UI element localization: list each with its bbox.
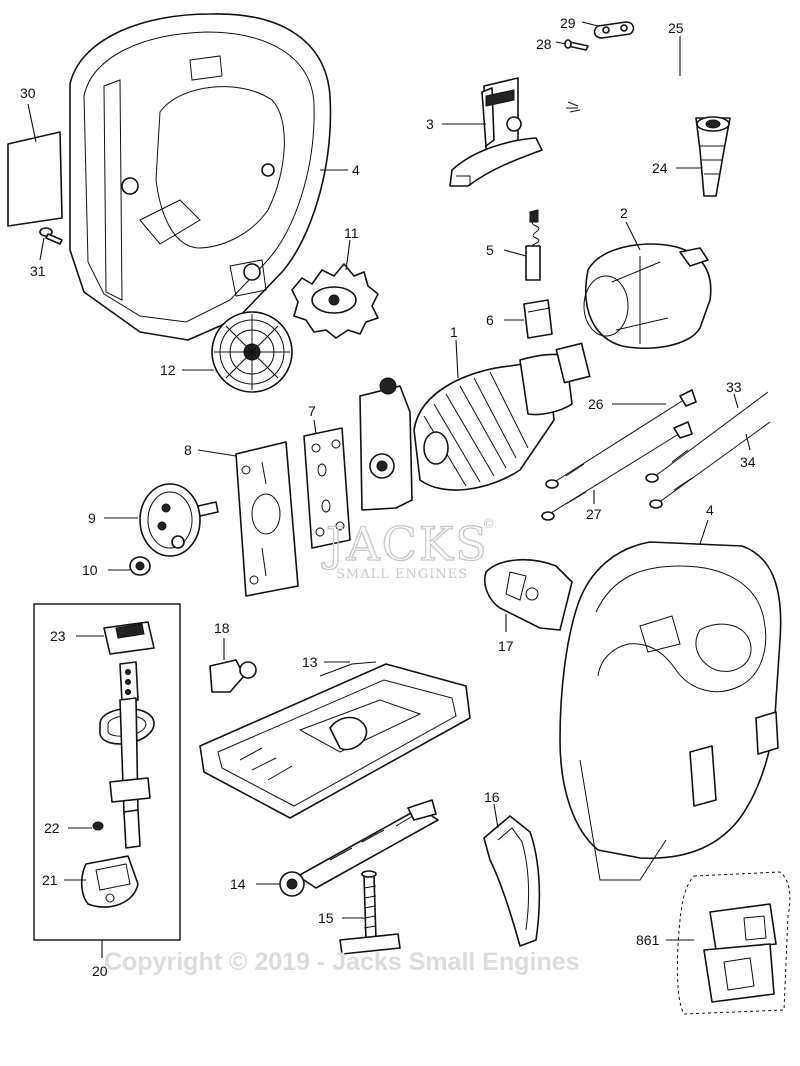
- part-31-screw: [39, 227, 63, 261]
- part-25-cord: [566, 36, 716, 113]
- part-1-armature: [359, 339, 591, 511]
- callout-20: 20: [92, 963, 108, 979]
- part-33-lead: [645, 391, 769, 483]
- callout-28: 28: [536, 36, 552, 52]
- part-plunger: [99, 661, 155, 849]
- part-17-switch-button: [484, 558, 573, 632]
- callout-13: 13: [302, 654, 318, 670]
- callout-14: 14: [230, 876, 246, 892]
- callout-34: 34: [740, 454, 756, 470]
- part-22-screw: [68, 821, 104, 831]
- callout-7: 7: [308, 403, 316, 419]
- callout-3: 3: [426, 116, 434, 132]
- callout-15: 15: [318, 910, 334, 926]
- callout-27: 27: [586, 506, 602, 522]
- callout-4b: 4: [706, 502, 714, 518]
- part-12-gear: [182, 311, 293, 393]
- part-15-bolt: [339, 870, 401, 955]
- part-13-shoe: [199, 661, 471, 819]
- callout-29: 29: [560, 15, 576, 31]
- part-23-blade-holder-pad: [76, 621, 155, 655]
- part-34-lead: [649, 421, 771, 509]
- part-30-label-sheet: [7, 103, 63, 227]
- watermark-subtitle: SMALL ENGINES: [336, 567, 468, 582]
- callout-17: 17: [498, 638, 514, 654]
- part-28-screw: [555, 39, 589, 51]
- callout-6: 6: [486, 312, 494, 328]
- callout-9: 9: [88, 510, 96, 526]
- part-861-case: [666, 871, 791, 1015]
- part-26-lead: [545, 389, 697, 489]
- callout-21: 21: [42, 872, 58, 888]
- part-18-knob: [209, 638, 257, 693]
- callout-5: 5: [486, 242, 494, 258]
- part-21-clamp: [64, 855, 139, 908]
- callout-861: 861: [636, 932, 660, 948]
- part-5-brush: [503, 209, 541, 281]
- callout-10: 10: [82, 562, 98, 578]
- callout-8: 8: [184, 442, 192, 458]
- part-11-gear: [291, 239, 379, 339]
- callout-30: 30: [20, 85, 36, 101]
- callout-1: 1: [450, 324, 458, 340]
- watermark-logo-mark: ©: [482, 517, 496, 532]
- part-24-cord-protector: [676, 116, 731, 197]
- watermark-logo: JACKS: [322, 517, 489, 571]
- callout-2: 2: [620, 205, 628, 221]
- callout-18: 18: [214, 620, 230, 636]
- callout-23: 23: [50, 628, 66, 644]
- callout-labels: 30 31 4 29 28 25 3 24 11 2 5 12 6 1 7 8 …: [20, 15, 756, 979]
- part-14-roller-guide: [256, 799, 439, 897]
- callout-16: 16: [484, 789, 500, 805]
- callout-26: 26: [588, 396, 604, 412]
- callout-31: 31: [30, 263, 46, 279]
- callout-33: 33: [726, 379, 742, 395]
- part-10-nut: [108, 556, 151, 576]
- part-6-brush-holder: [504, 299, 553, 339]
- watermark: JACKS © SMALL ENGINES Copyright © 2019 -…: [104, 516, 580, 976]
- part-4-housing-left: [69, 13, 348, 341]
- part-7-plate: [303, 419, 351, 549]
- watermark-copyright: Copyright © 2019 - Jacks Small Engines: [104, 948, 580, 976]
- callout-24: 24: [652, 160, 668, 176]
- part-9-gear: [104, 483, 219, 557]
- part-20-blade-clamp-group: [33, 603, 181, 958]
- callout-25: 25: [668, 20, 684, 36]
- callout-12: 12: [160, 362, 176, 378]
- part-27-lead: [541, 421, 693, 521]
- callout-11: 11: [344, 225, 359, 241]
- callout-4: 4: [352, 162, 360, 178]
- callout-22: 22: [44, 820, 60, 836]
- part-8-plate: [197, 441, 299, 597]
- part-16-guard: [483, 803, 541, 947]
- part-3-switch: [442, 77, 543, 187]
- part-4-housing-right: [559, 519, 782, 881]
- part-29-clamp: [581, 21, 635, 39]
- part-2-field: [583, 221, 712, 349]
